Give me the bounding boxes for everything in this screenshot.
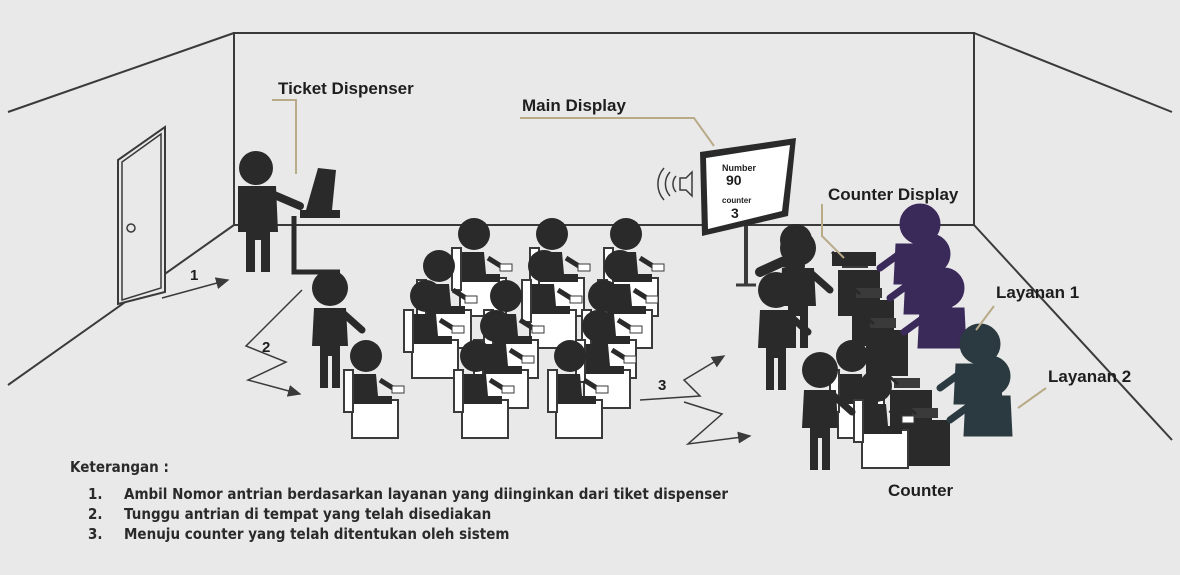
legend-item: 2. Tunggu antrian di tempat yang telah d… [70,504,728,524]
flow-arrows [161,277,752,446]
screen-counter-label: counter [722,196,751,205]
step-1-number: 1 [190,267,198,284]
label-ticket-dispenser: Ticket Dispenser [278,79,414,98]
ticket-dispenser [291,168,340,275]
arrow-step-3a [639,355,726,401]
arrow-step-3b [683,401,752,446]
room-walls [7,32,1173,441]
counter-area [758,204,1012,470]
legend-item-text: Menuju counter yang telah ditentukan ole… [124,525,510,543]
standing-person-queue [312,270,362,388]
arrow-step-2 [244,289,303,397]
waiting-area [344,218,664,438]
label-main-display: Main Display [522,96,626,115]
person-at-dispenser [238,151,304,272]
leader-lines [272,99,1047,409]
step-2-number: 2 [262,339,270,356]
label-layanan-1: Layanan 1 [996,283,1079,302]
screen-number-label: Number [722,163,757,173]
legend-item-number: 1. [88,485,103,503]
legend-item-text: Ambil Nomor antrian berdasarkan layanan … [124,485,729,503]
speaker-icon [657,167,693,201]
door-knob-icon [126,223,136,233]
label-counter-display: Counter Display [828,185,959,204]
legend-item-number: 3. [88,525,103,543]
legend-item: 1. Ambil Nomor antrian berdasarkan layan… [70,484,728,504]
screen-counter-value: 3 [731,205,739,221]
screen-number-value: 90 [726,172,742,188]
legend: Keterangan : 1. Ambil Nomor antrian berd… [70,458,728,544]
legend-item-text: Tunggu antrian di tempat yang telah dise… [124,505,492,523]
legend-item: 3. Menuju counter yang telah ditentukan … [70,524,728,544]
door [117,125,166,306]
counter-display-unit [832,252,876,266]
label-counter: Counter [888,481,954,500]
arrow-step-1 [161,277,230,299]
label-layanan-2: Layanan 2 [1048,367,1131,386]
legend-item-number: 2. [88,505,103,523]
legend-title: Keterangan : [70,458,169,476]
main-display: Number 90 counter 3 [700,138,796,287]
step-3-number: 3 [658,377,666,394]
